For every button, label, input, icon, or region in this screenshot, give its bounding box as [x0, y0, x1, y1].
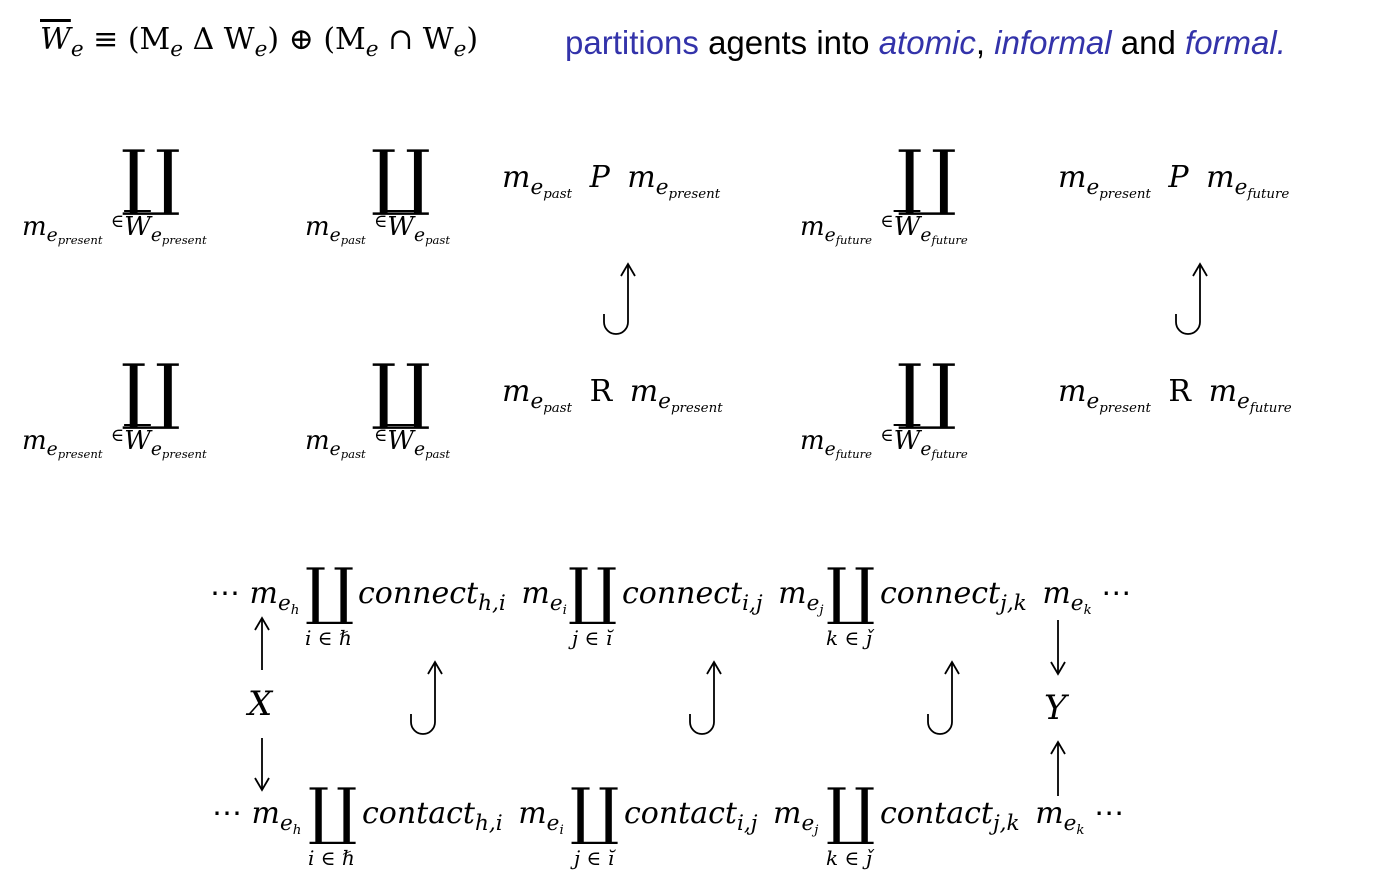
- coproduct-symbol: ∐: [370, 134, 431, 218]
- connect-j-k: connectj,k mek ⋯: [880, 576, 1132, 618]
- index-past: mepast ∈Wepast: [305, 425, 451, 462]
- hook-arrow: [410, 662, 436, 735]
- arrowhead: [706, 660, 722, 675]
- coproduct-symbol: ∐: [896, 348, 957, 432]
- arrowhead: [620, 262, 636, 277]
- index-k-in-j: k ∈ ǰ: [826, 626, 873, 650]
- hook-arrow: [1175, 264, 1201, 335]
- coproduct-symbol: ∐: [308, 774, 358, 847]
- coproduct-symbol: ∐: [896, 134, 957, 218]
- relation-present-P-future: mepresent P mefuture: [1058, 160, 1290, 202]
- index-j-in-i: j ∈ ĭ: [574, 846, 615, 870]
- chain-connect-row: ⋯ meh: [210, 576, 300, 618]
- contact-i-j: contacti,j mej: [624, 796, 819, 838]
- coproduct-symbol: ∐: [370, 348, 431, 432]
- coproduct-symbol: ∐: [826, 774, 876, 847]
- relation-past-P-present: mepast P mepresent: [502, 160, 721, 202]
- index-k-in-j: k ∈ ǰ: [826, 846, 873, 870]
- index-present: mepresent ∈Wepresent: [22, 211, 207, 248]
- coproduct-symbol: ∐: [305, 554, 355, 627]
- coproduct-symbol: ∐: [826, 554, 876, 627]
- index-past: mepast ∈Wepast: [305, 211, 451, 248]
- contact-j-k: contactj,k mek ⋯: [880, 796, 1125, 838]
- header-formula: We ≡ (Me Δ We) ⊕ (Me ∩ We): [40, 22, 479, 62]
- relation-present-R-future: mepresent R mefuture: [1058, 374, 1292, 416]
- index-i-in-h: i ∈ ℏ: [308, 846, 355, 870]
- index-i-in-h: i ∈ ℏ: [305, 626, 352, 650]
- connect-h-i: connecth,i mei: [358, 576, 567, 618]
- index-present: mepresent ∈Wepresent: [22, 425, 207, 462]
- index-j-in-i: j ∈ ĭ: [572, 626, 613, 650]
- contact-h-i: contacth,i mei: [362, 796, 564, 838]
- label-Y: Y: [1044, 688, 1067, 728]
- w-bar-symbol: W: [40, 22, 71, 57]
- coproduct-symbol: ∐: [120, 348, 181, 432]
- coproduct-symbol: ∐: [120, 134, 181, 218]
- index-future: mefuture ∈Wefuture: [800, 211, 968, 248]
- label-X: X: [248, 684, 273, 724]
- arrowhead: [944, 660, 960, 675]
- chain-contact-row: ⋯ meh: [212, 796, 302, 838]
- relation-past-R-present: mepast R mepresent: [502, 374, 723, 416]
- arrowhead: [427, 660, 443, 675]
- header-text: partitions agents into atomic, informal …: [565, 24, 1286, 61]
- hook-arrow: [927, 662, 953, 735]
- coproduct-symbol: ∐: [570, 774, 620, 847]
- hook-arrow: [689, 662, 715, 735]
- arrowhead: [1192, 262, 1208, 277]
- index-future: mefuture ∈Wefuture: [800, 425, 968, 462]
- hook-arrow: [603, 264, 629, 335]
- coproduct-symbol: ∐: [568, 554, 618, 627]
- connect-i-j: connecti,j mej: [622, 576, 824, 618]
